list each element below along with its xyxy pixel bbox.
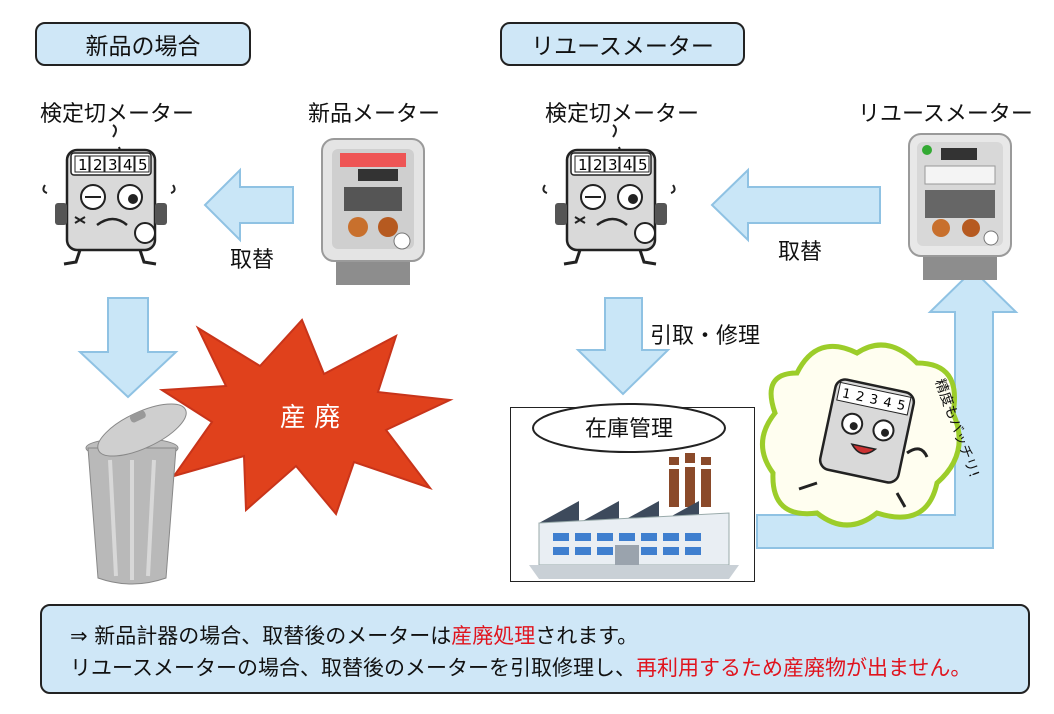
meter-digit: 1 [841, 386, 852, 402]
disposal-burst: 産 廃 [158, 318, 454, 517]
summary-line1-highlight: 産廃処理 [451, 624, 536, 648]
summary-box: ⇒ 新品計器の場合、取替後のメーターは産廃処理されます。 リユースメーターの場合… [40, 604, 1030, 694]
meter-digit: 5 [895, 398, 906, 414]
meter-digit: 4 [123, 156, 133, 174]
title-reuse-case: リユースメーター [500, 22, 745, 66]
meter-digit-group: 1 2 3 4 5 [574, 155, 650, 174]
title-new-case-text: 新品の場合 [85, 34, 201, 60]
inventory-label-ellipse: 在庫管理 [532, 403, 726, 453]
arrow-down-left-shape [77, 297, 179, 399]
meter-digit: 5 [638, 156, 648, 174]
happy-meter-digits: 1 2 3 4 5 [836, 381, 912, 455]
inventory-box: 在庫管理 [510, 403, 755, 582]
collect-repair-label: 引取・修理 [650, 324, 761, 349]
left-old-meter-label: 検定切メーター [40, 102, 195, 127]
arrow-left-replace-shape [203, 167, 294, 243]
reuse-meter-label: リユースメーター [858, 102, 1033, 127]
trash-can-icon [85, 403, 187, 585]
arrow-right-replace-shape [710, 167, 881, 243]
new-meter-image [321, 138, 425, 285]
reuse-meter-image [908, 133, 1012, 280]
title-reuse-case-text: リユースメーター [531, 34, 714, 60]
meter-digit: 2 [854, 389, 865, 405]
meter-digit: 2 [593, 156, 603, 174]
meter-digit: 1 [78, 156, 88, 174]
right-replace-label: 取替 [778, 240, 823, 265]
title-new-case: 新品の場合 [35, 22, 251, 66]
inventory-label: 在庫管理 [585, 417, 673, 442]
meter-digit: 3 [608, 156, 618, 174]
meter-digit: 4 [623, 156, 633, 174]
new-meter-label: 新品メーター [308, 102, 441, 127]
left-replace-label: 取替 [230, 248, 275, 273]
summary-line-1: ⇒ 新品計器の場合、取替後のメーターは産廃処理されます。 [70, 620, 1028, 652]
meter-digit: 3 [868, 392, 879, 408]
summary-line2-highlight: 再利用するため産廃物が出ません。 [635, 656, 972, 680]
summary-line2-prefix: リユースメーターの場合、取替後のメーターを引取修理し、 [70, 656, 636, 680]
arrow-down-right-shape [575, 297, 671, 396]
meter-digit-group: 1 2 3 4 5 [74, 155, 150, 174]
right-old-meter-label: 検定切メーター [545, 102, 700, 127]
meter-digit: 5 [138, 156, 148, 174]
summary-line-2: リユースメーターの場合、取替後のメーターを引取修理し、再利用するため産廃物が出ま… [70, 652, 1028, 684]
meter-digit: 4 [882, 395, 893, 411]
happy-meter-cloud: 1 2 3 4 5 精度もバッチリ! [760, 342, 982, 528]
sad-meter-mascot-left: 1 2 3 4 5 [42, 124, 176, 266]
meter-digit: 3 [108, 156, 118, 174]
sad-meter-mascot-right: 1 2 3 4 5 [542, 124, 676, 266]
meter-digit: 1 [578, 156, 588, 174]
summary-line1-prefix: ⇒ 新品計器の場合、取替後のメーターは [70, 624, 452, 648]
summary-line1-suffix: されます。 [535, 624, 639, 648]
factory-icon [529, 453, 739, 579]
disposal-label: 産 廃 [280, 403, 340, 433]
meter-digit: 2 [93, 156, 103, 174]
